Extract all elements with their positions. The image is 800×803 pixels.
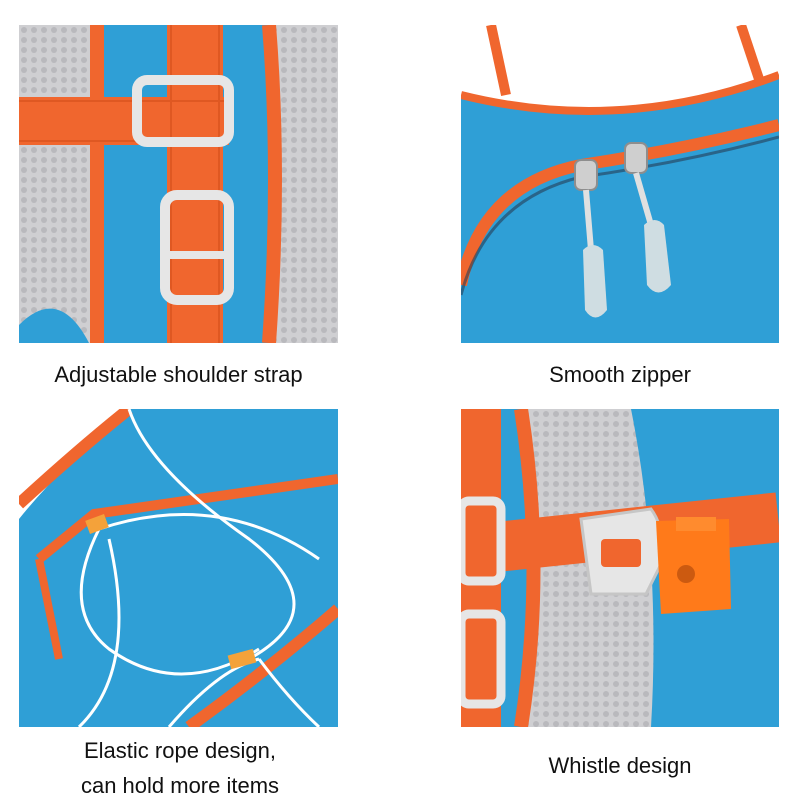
shoulder-strap-photo: [19, 25, 338, 343]
caption-elastic-rope-line1: Elastic rope design,: [84, 738, 276, 763]
caption-whistle-design: Whistle design: [548, 753, 692, 778]
whistle-buckle-photo: [461, 409, 779, 727]
caption-elastic-rope: Elastic rope design, can hold more items: [0, 733, 360, 803]
caption-smooth-zipper: Smooth zipper: [549, 362, 691, 387]
caption-adjustable-shoulder-strap: Adjustable shoulder strap: [54, 362, 303, 387]
elastic-rope-photo: [19, 409, 338, 727]
caption-elastic-rope-line2: can hold more items: [80, 773, 280, 798]
zipper-photo: [461, 25, 779, 343]
